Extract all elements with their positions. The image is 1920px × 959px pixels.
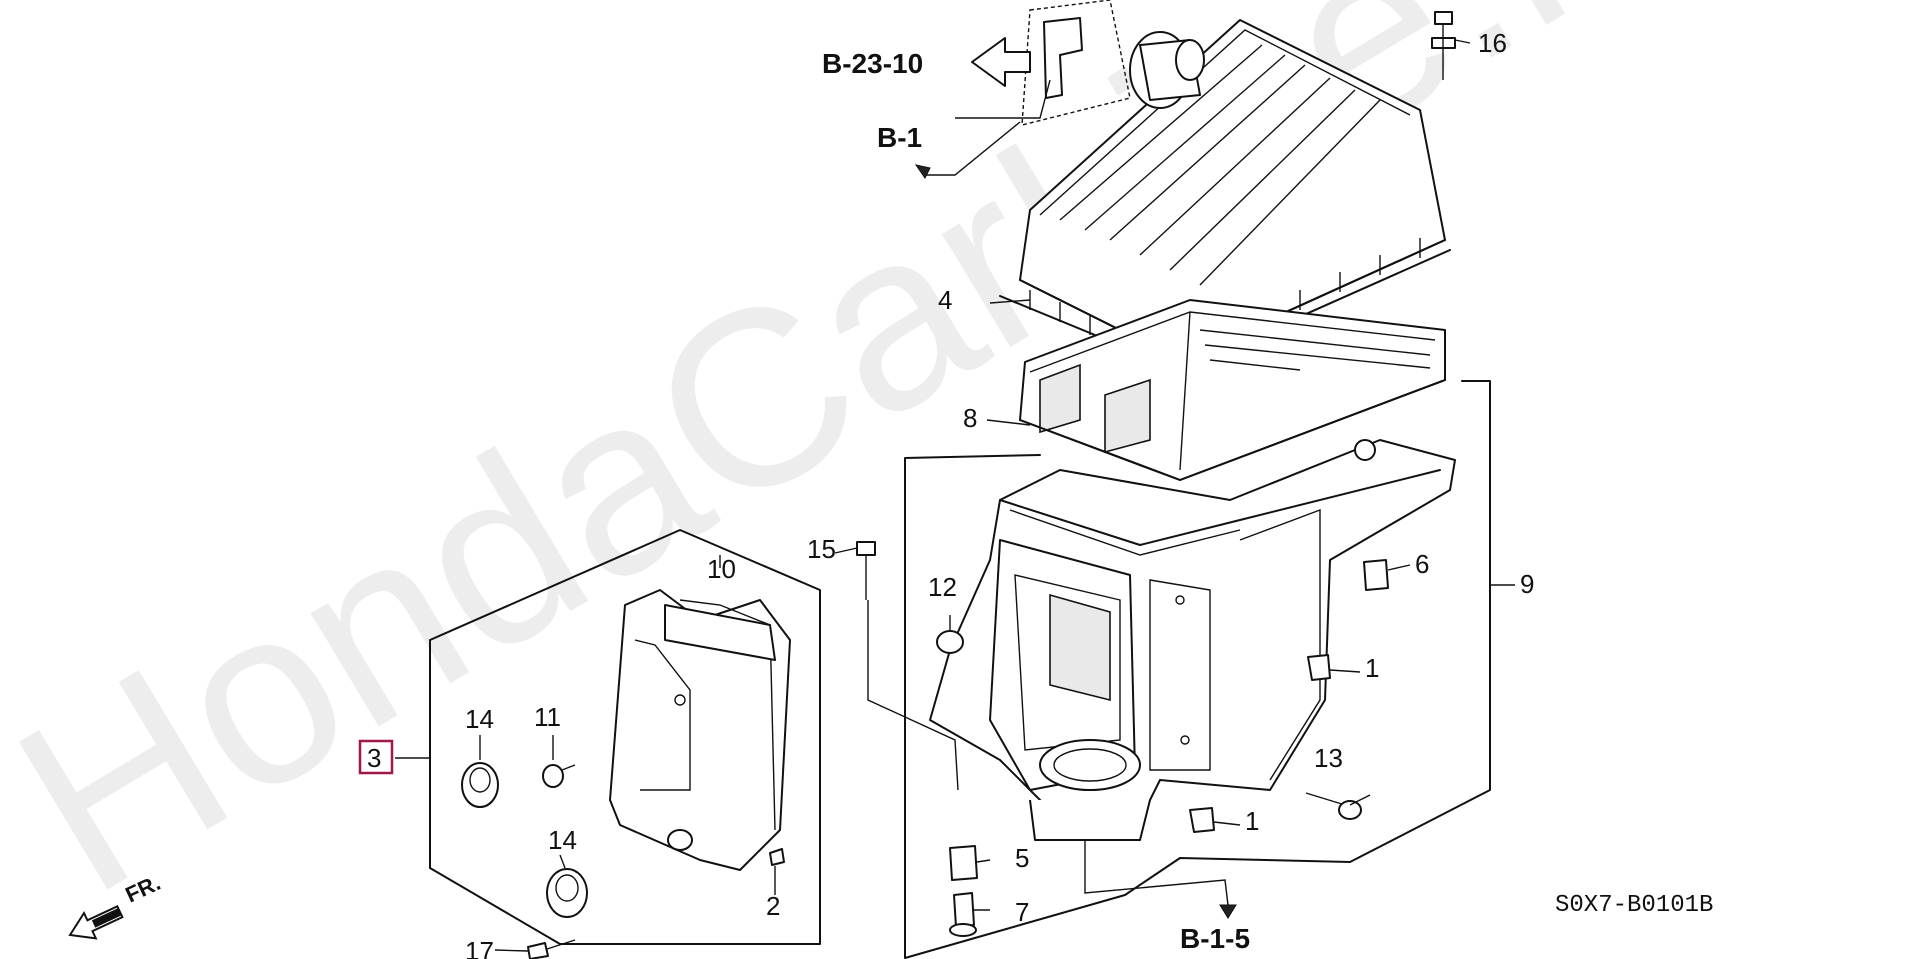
watermark: HondaCarLine.ru [0, 0, 1749, 945]
bolt-15[interactable] [856, 541, 876, 600]
detail-dashed-box [1021, 0, 1131, 126]
arrow-down-icon [1219, 904, 1237, 919]
clip-nut-1-upper[interactable] [1307, 654, 1331, 681]
callout-3-box[interactable] [358, 739, 394, 775]
leader-lines [395, 39, 1515, 952]
grommet-5[interactable] [949, 845, 978, 881]
hose-clamp-detail[interactable] [1043, 17, 1083, 99]
ref-b-23-10[interactable]: B-23-10 [822, 48, 923, 79]
callout-3[interactable]: 3 [367, 743, 381, 773]
callout-17[interactable]: 17 [465, 936, 494, 959]
callout-1-lower[interactable]: 1 [1245, 806, 1259, 836]
diagram-code: S0X7-B0101B [1555, 892, 1713, 919]
ref-b-1-5[interactable]: B-1-5 [1180, 923, 1250, 954]
bolt-17[interactable] [527, 939, 576, 959]
callout-12[interactable]: 12 [928, 572, 957, 602]
air-filter-element[interactable] [1019, 299, 1446, 481]
clip-nut-1-lower[interactable] [1189, 807, 1215, 833]
assembly-outline-9 [904, 380, 1491, 959]
bolt-13[interactable] [1305, 792, 1362, 820]
callout-4[interactable]: 4 [938, 285, 952, 315]
callout-8[interactable]: 8 [963, 403, 977, 433]
air-cleaner-cover[interactable] [999, 19, 1451, 371]
bolt-16[interactable] [1431, 11, 1456, 80]
stud-7[interactable] [949, 892, 977, 937]
callout-16[interactable]: 16 [1478, 28, 1507, 58]
callout-15[interactable]: 15 [807, 534, 836, 564]
ref-b-1[interactable]: B-1 [877, 122, 922, 153]
nut-12[interactable] [936, 630, 964, 654]
callout-10[interactable]: 10 [707, 554, 736, 584]
callout-9[interactable]: 9 [1520, 569, 1534, 599]
callout-5[interactable]: 5 [1015, 843, 1029, 873]
callout-14-lower[interactable]: 14 [548, 825, 577, 855]
resonator[interactable] [609, 589, 791, 871]
grommet-14-upper[interactable] [461, 762, 499, 808]
clip-11[interactable] [542, 764, 576, 788]
arrow-b1-icon [914, 164, 931, 179]
air-cleaner-case[interactable] [929, 439, 1456, 841]
callout-7[interactable]: 7 [1015, 897, 1029, 927]
arrow-left-icon [971, 37, 1031, 87]
callout-2[interactable]: 2 [766, 891, 780, 921]
callout-6[interactable]: 6 [1415, 549, 1429, 579]
assembly-outline-3 [429, 529, 821, 945]
callout-1-upper[interactable]: 1 [1365, 653, 1379, 683]
front-direction-icon [68, 904, 124, 940]
callout-13[interactable]: 13 [1314, 743, 1343, 773]
callout-14-upper[interactable]: 14 [465, 704, 494, 734]
callout-11[interactable]: 11 [534, 702, 561, 732]
grommet-14-lower[interactable] [546, 868, 588, 918]
grommet-6[interactable] [1363, 559, 1389, 591]
collar-2[interactable] [769, 848, 785, 866]
